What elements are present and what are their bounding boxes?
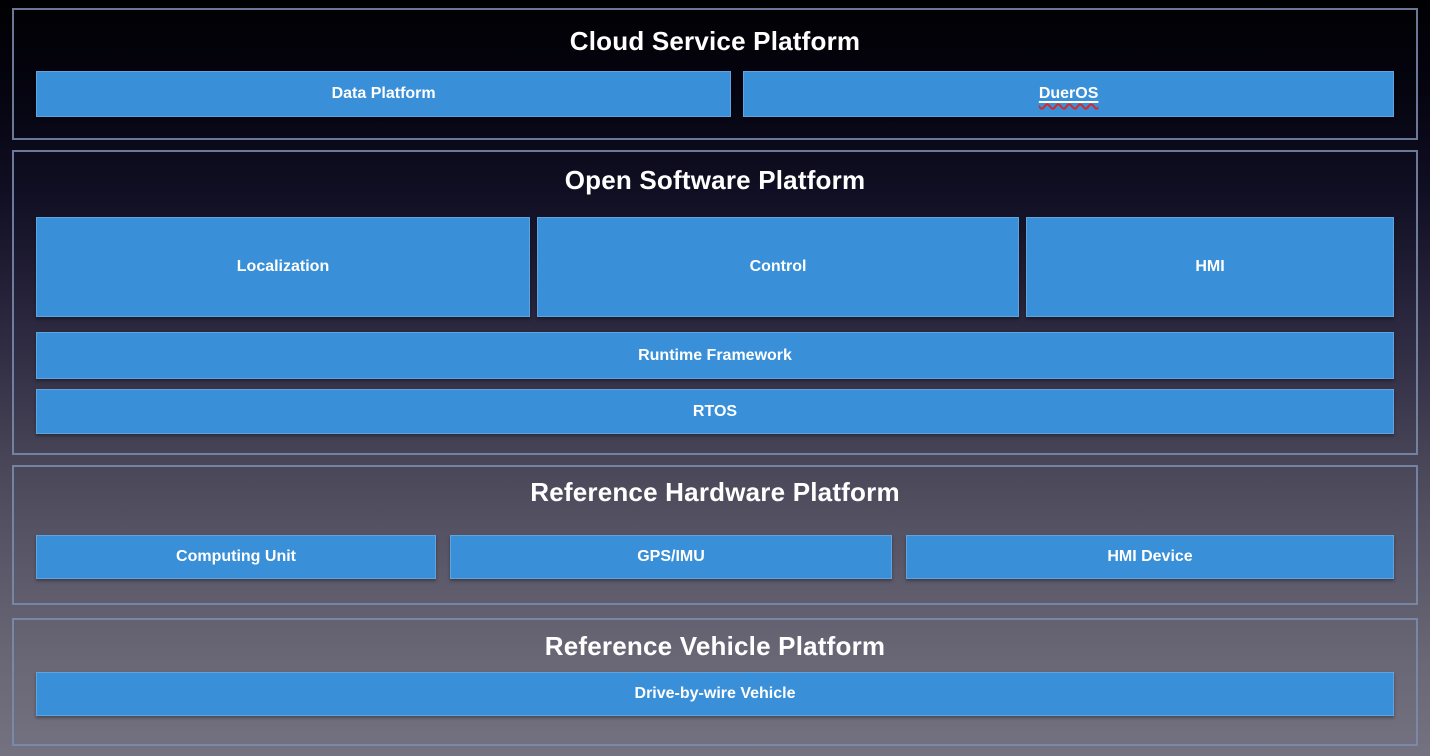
vehicle-row: Drive-by-wire Vehicle (36, 672, 1394, 716)
cloud-service-row: Data Platform DuerOS (36, 71, 1395, 117)
block-dueros: DuerOS (743, 71, 1395, 117)
section-reference-vehicle-platform: Reference Vehicle Platform Drive-by-wire… (12, 618, 1418, 746)
block-rtos-label: RTOS (692, 402, 738, 420)
block-dueros-label: DuerOS (1039, 85, 1099, 103)
spellcheck-squiggle: DuerOS (1038, 85, 1099, 102)
block-hmi-device-label: HMI Device (1107, 548, 1193, 565)
block-control: Control (537, 217, 1019, 317)
block-localization: Localization (36, 217, 530, 317)
hardware-row: Computing Unit GPS/IMU HMI Device (36, 535, 1394, 579)
section-title-open-software-platform: Open Software Platform (564, 165, 866, 195)
open-software-row-modules: Localization Control HMI (36, 217, 1394, 317)
section-open-software-platform: Open Software Platform Localization Cont… (12, 150, 1418, 455)
block-data-platform: Data Platform (36, 71, 732, 117)
block-hmi-device: HMI Device (906, 535, 1394, 579)
block-drive-by-wire-vehicle-label: Drive-by-wire Vehicle (634, 685, 796, 702)
section-title-cloud-service-platform: Cloud Service Platform (569, 26, 861, 56)
block-runtime-framework-label: Runtime Framework (638, 346, 792, 364)
block-hmi-label: HMI (1195, 258, 1225, 275)
block-computing-unit-label: Computing Unit (176, 548, 296, 565)
block-data-platform-label: Data Platform (331, 85, 436, 102)
section-title-reference-vehicle-platform: Reference Vehicle Platform (544, 631, 886, 661)
block-hmi: HMI (1026, 217, 1394, 317)
block-gps-imu-label: GPS/IMU (637, 548, 705, 565)
section-reference-hardware-platform: Reference Hardware Platform Computing Un… (12, 465, 1418, 605)
section-cloud-service-platform: Cloud Service Platform Data Platform Due… (12, 8, 1418, 140)
block-control-label: Control (749, 258, 807, 275)
section-title-reference-hardware-platform: Reference Hardware Platform (530, 477, 900, 507)
open-software-row-runtime: Runtime Framework (36, 332, 1394, 379)
block-drive-by-wire-vehicle: Drive-by-wire Vehicle (36, 672, 1394, 716)
block-gps-imu: GPS/IMU (450, 535, 892, 579)
block-rtos: RTOS (36, 389, 1394, 434)
open-software-row-rtos: RTOS (36, 389, 1394, 434)
block-computing-unit: Computing Unit (36, 535, 436, 579)
block-localization-label: Localization (236, 258, 330, 275)
block-runtime-framework: Runtime Framework (36, 332, 1394, 379)
